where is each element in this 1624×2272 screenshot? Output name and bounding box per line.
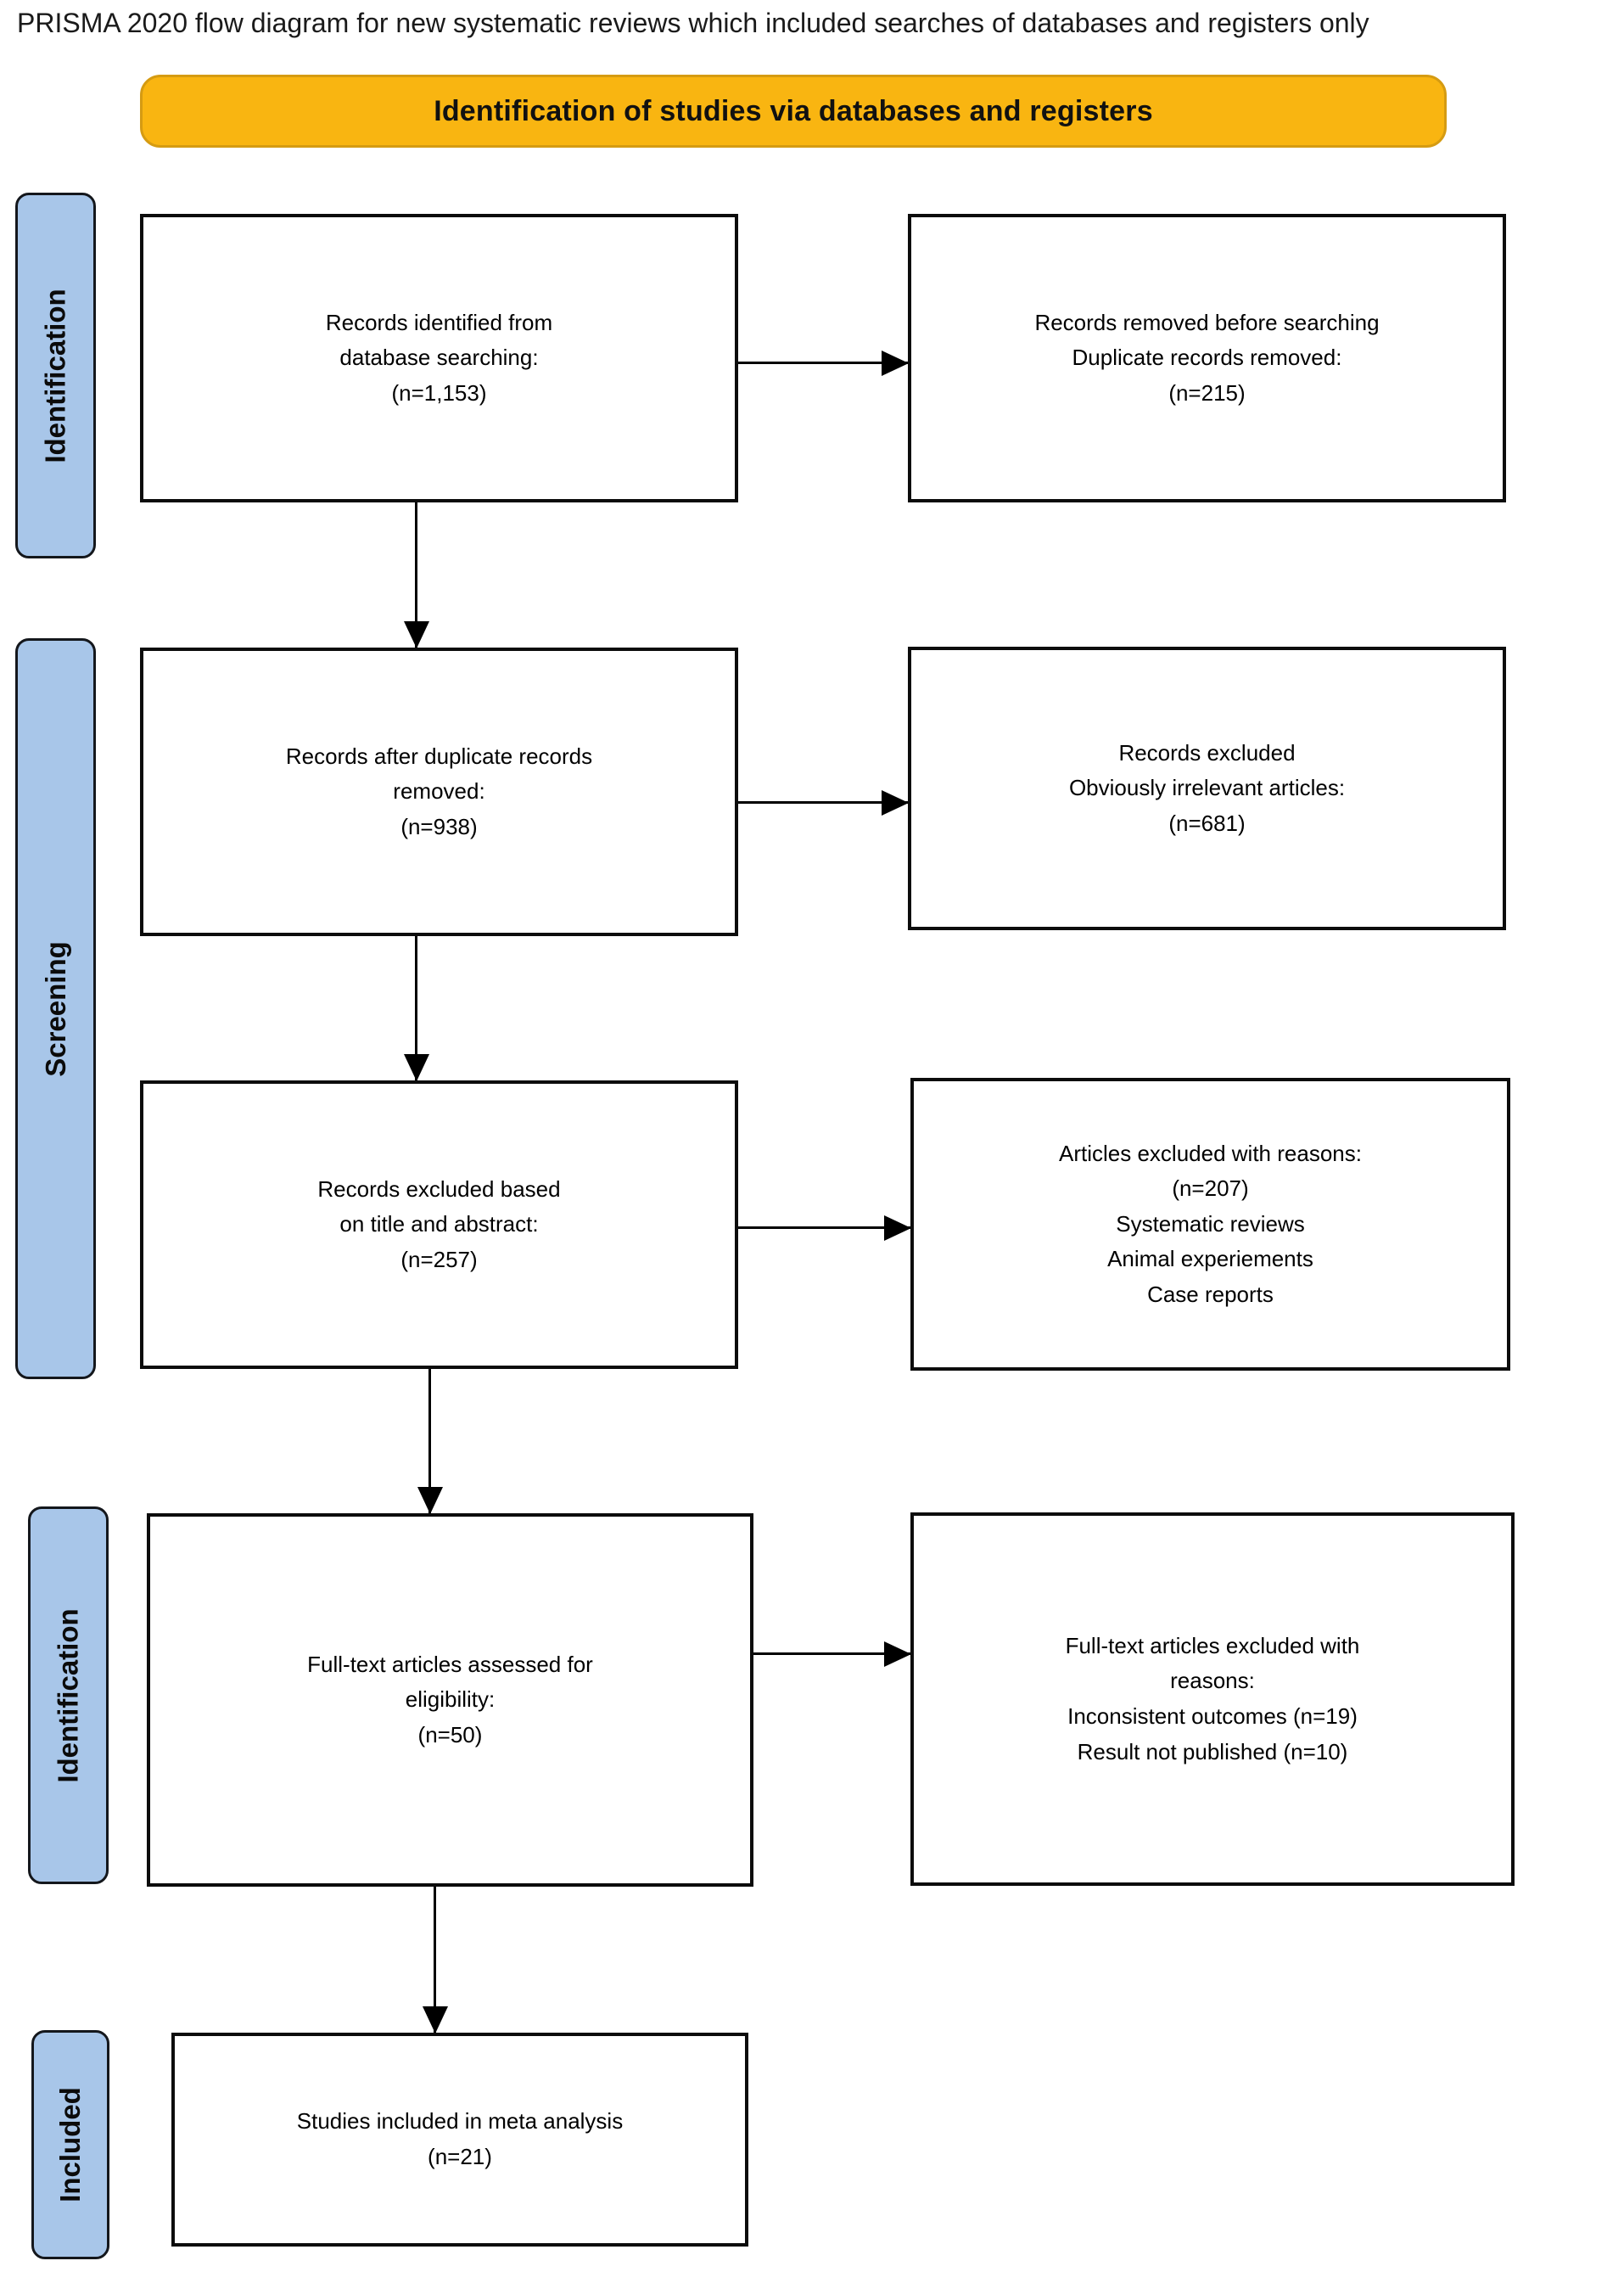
box-records-excluded-title-abstract-text: Records excluded based on title and abst… (317, 1175, 561, 1272)
stage-identification-2-label: Identification (52, 1607, 84, 1783)
arrow-to-fulltext-assessed (417, 1369, 443, 1514)
stage-included-label: Included (54, 2087, 86, 2202)
box-records-after-duplicates-removed-text: Records after duplicate records removed:… (285, 743, 593, 839)
arrow-right-head-icon (884, 1641, 911, 1667)
box-records-identified: Records identified from database searchi… (140, 214, 738, 502)
banner-label: Identification of studies via databases … (434, 94, 1153, 127)
arrow-right-head-icon (882, 350, 909, 376)
box-fulltext-assessed-text: Full-text articles assessed for eligibil… (307, 1651, 593, 1747)
arrow-to-fulltext-excluded (753, 1641, 911, 1667)
box-studies-included-text: Studies included in meta analysis (n=21) (296, 2108, 624, 2169)
arrow-to-articles-excluded (738, 1215, 911, 1241)
stage-identification-1: Identification (15, 193, 96, 558)
box-articles-excluded-with-reasons: Articles excluded with reasons: (n=207) … (910, 1078, 1510, 1371)
arrow-down-head-icon (417, 1487, 443, 1514)
box-records-removed-before-searching-text: Records removed before searching Duplica… (1034, 309, 1380, 406)
stage-identification-1-label: Identification (39, 288, 71, 463)
box-records-excluded-irrelevant-text: Records excluded Obviously irrelevant ar… (1068, 739, 1346, 836)
page-title: PRISMA 2020 flow diagram for new systema… (17, 8, 1369, 38)
box-records-after-duplicates-removed: Records after duplicate records removed:… (140, 648, 738, 936)
box-studies-included: Studies included in meta analysis (n=21) (171, 2033, 748, 2247)
box-articles-excluded-with-reasons-text: Articles excluded with reasons: (n=207) … (1059, 1140, 1362, 1307)
arrow-down-head-icon (422, 2006, 448, 2034)
box-records-excluded-title-abstract: Records excluded based on title and abst… (140, 1080, 738, 1369)
arrow-to-records-removed (738, 350, 909, 376)
box-records-excluded-irrelevant: Records excluded Obviously irrelevant ar… (908, 647, 1506, 930)
stage-included: Included (31, 2030, 109, 2259)
arrow-to-records-after-duplicates-removed (403, 502, 429, 648)
box-records-removed-before-searching: Records removed before searching Duplica… (908, 214, 1506, 502)
arrow-to-studies-included (422, 1887, 448, 2034)
arrow-down-head-icon (403, 1054, 429, 1081)
box-records-identified-text: Records identified from database searchi… (325, 309, 553, 406)
box-fulltext-assessed: Full-text articles assessed for eligibil… (147, 1513, 753, 1887)
arrow-down-head-icon (403, 621, 429, 648)
arrow-to-records-excluded-irrelevant (738, 789, 909, 816)
banner: Identification of studies via databases … (140, 75, 1447, 148)
stage-screening-label: Screening (39, 940, 71, 1077)
arrow-right-head-icon (884, 1215, 911, 1241)
arrow-right-head-icon (882, 789, 909, 816)
stage-identification-2: Identification (28, 1506, 109, 1884)
box-fulltext-excluded-with-reasons-text: Full-text articles excluded with reasons… (1065, 1632, 1360, 1764)
stage-screening: Screening (15, 638, 96, 1379)
box-fulltext-excluded-with-reasons: Full-text articles excluded with reasons… (910, 1512, 1515, 1886)
arrow-to-records-excluded-title-abstract (403, 936, 429, 1081)
